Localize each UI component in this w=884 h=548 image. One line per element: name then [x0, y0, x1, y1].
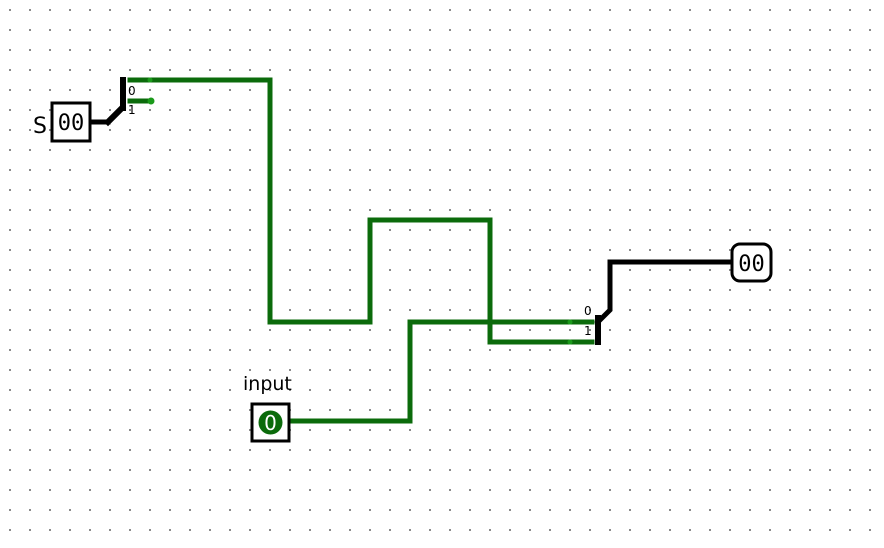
input-pin-value: 0: [264, 411, 277, 435]
splitter-bottom-port0-label: 0: [584, 304, 592, 318]
wire-bus-splitter-top-diag[interactable]: [103, 103, 127, 127]
dot-split-bottom-1: [567, 339, 573, 345]
wires-green: [127, 77, 595, 424]
output-pin-box[interactable]: [730, 242, 773, 283]
s-input-box[interactable]: [50, 101, 92, 143]
output-pin-value: 00: [738, 252, 765, 277]
s-input-label: S: [33, 114, 47, 139]
wire-input-to-mux-in0[interactable]: [287, 319, 595, 424]
input-pin-box[interactable]: [250, 402, 291, 443]
input-pin[interactable]: input 0: [243, 373, 292, 443]
connection-dots: [147, 77, 573, 345]
input-pin-label: input: [243, 373, 292, 395]
dot-split-bottom-0: [567, 319, 573, 325]
splitter-bottom-port1-label: 1: [584, 324, 592, 338]
splitter-top-port0-label: 0: [128, 84, 136, 98]
input-pin-led: [258, 410, 283, 435]
splitter-top-port1-label: 1: [128, 103, 136, 117]
s-input-value: 00: [58, 111, 85, 136]
output-pin[interactable]: 00: [730, 242, 773, 283]
dot-split-top-1: [147, 97, 155, 105]
s-input-pin[interactable]: 00 S: [33, 101, 92, 143]
wire-bus-to-output[interactable]: [594, 259, 735, 326]
dot-split-top-0: [147, 77, 153, 83]
wires-bus: [89, 77, 735, 345]
